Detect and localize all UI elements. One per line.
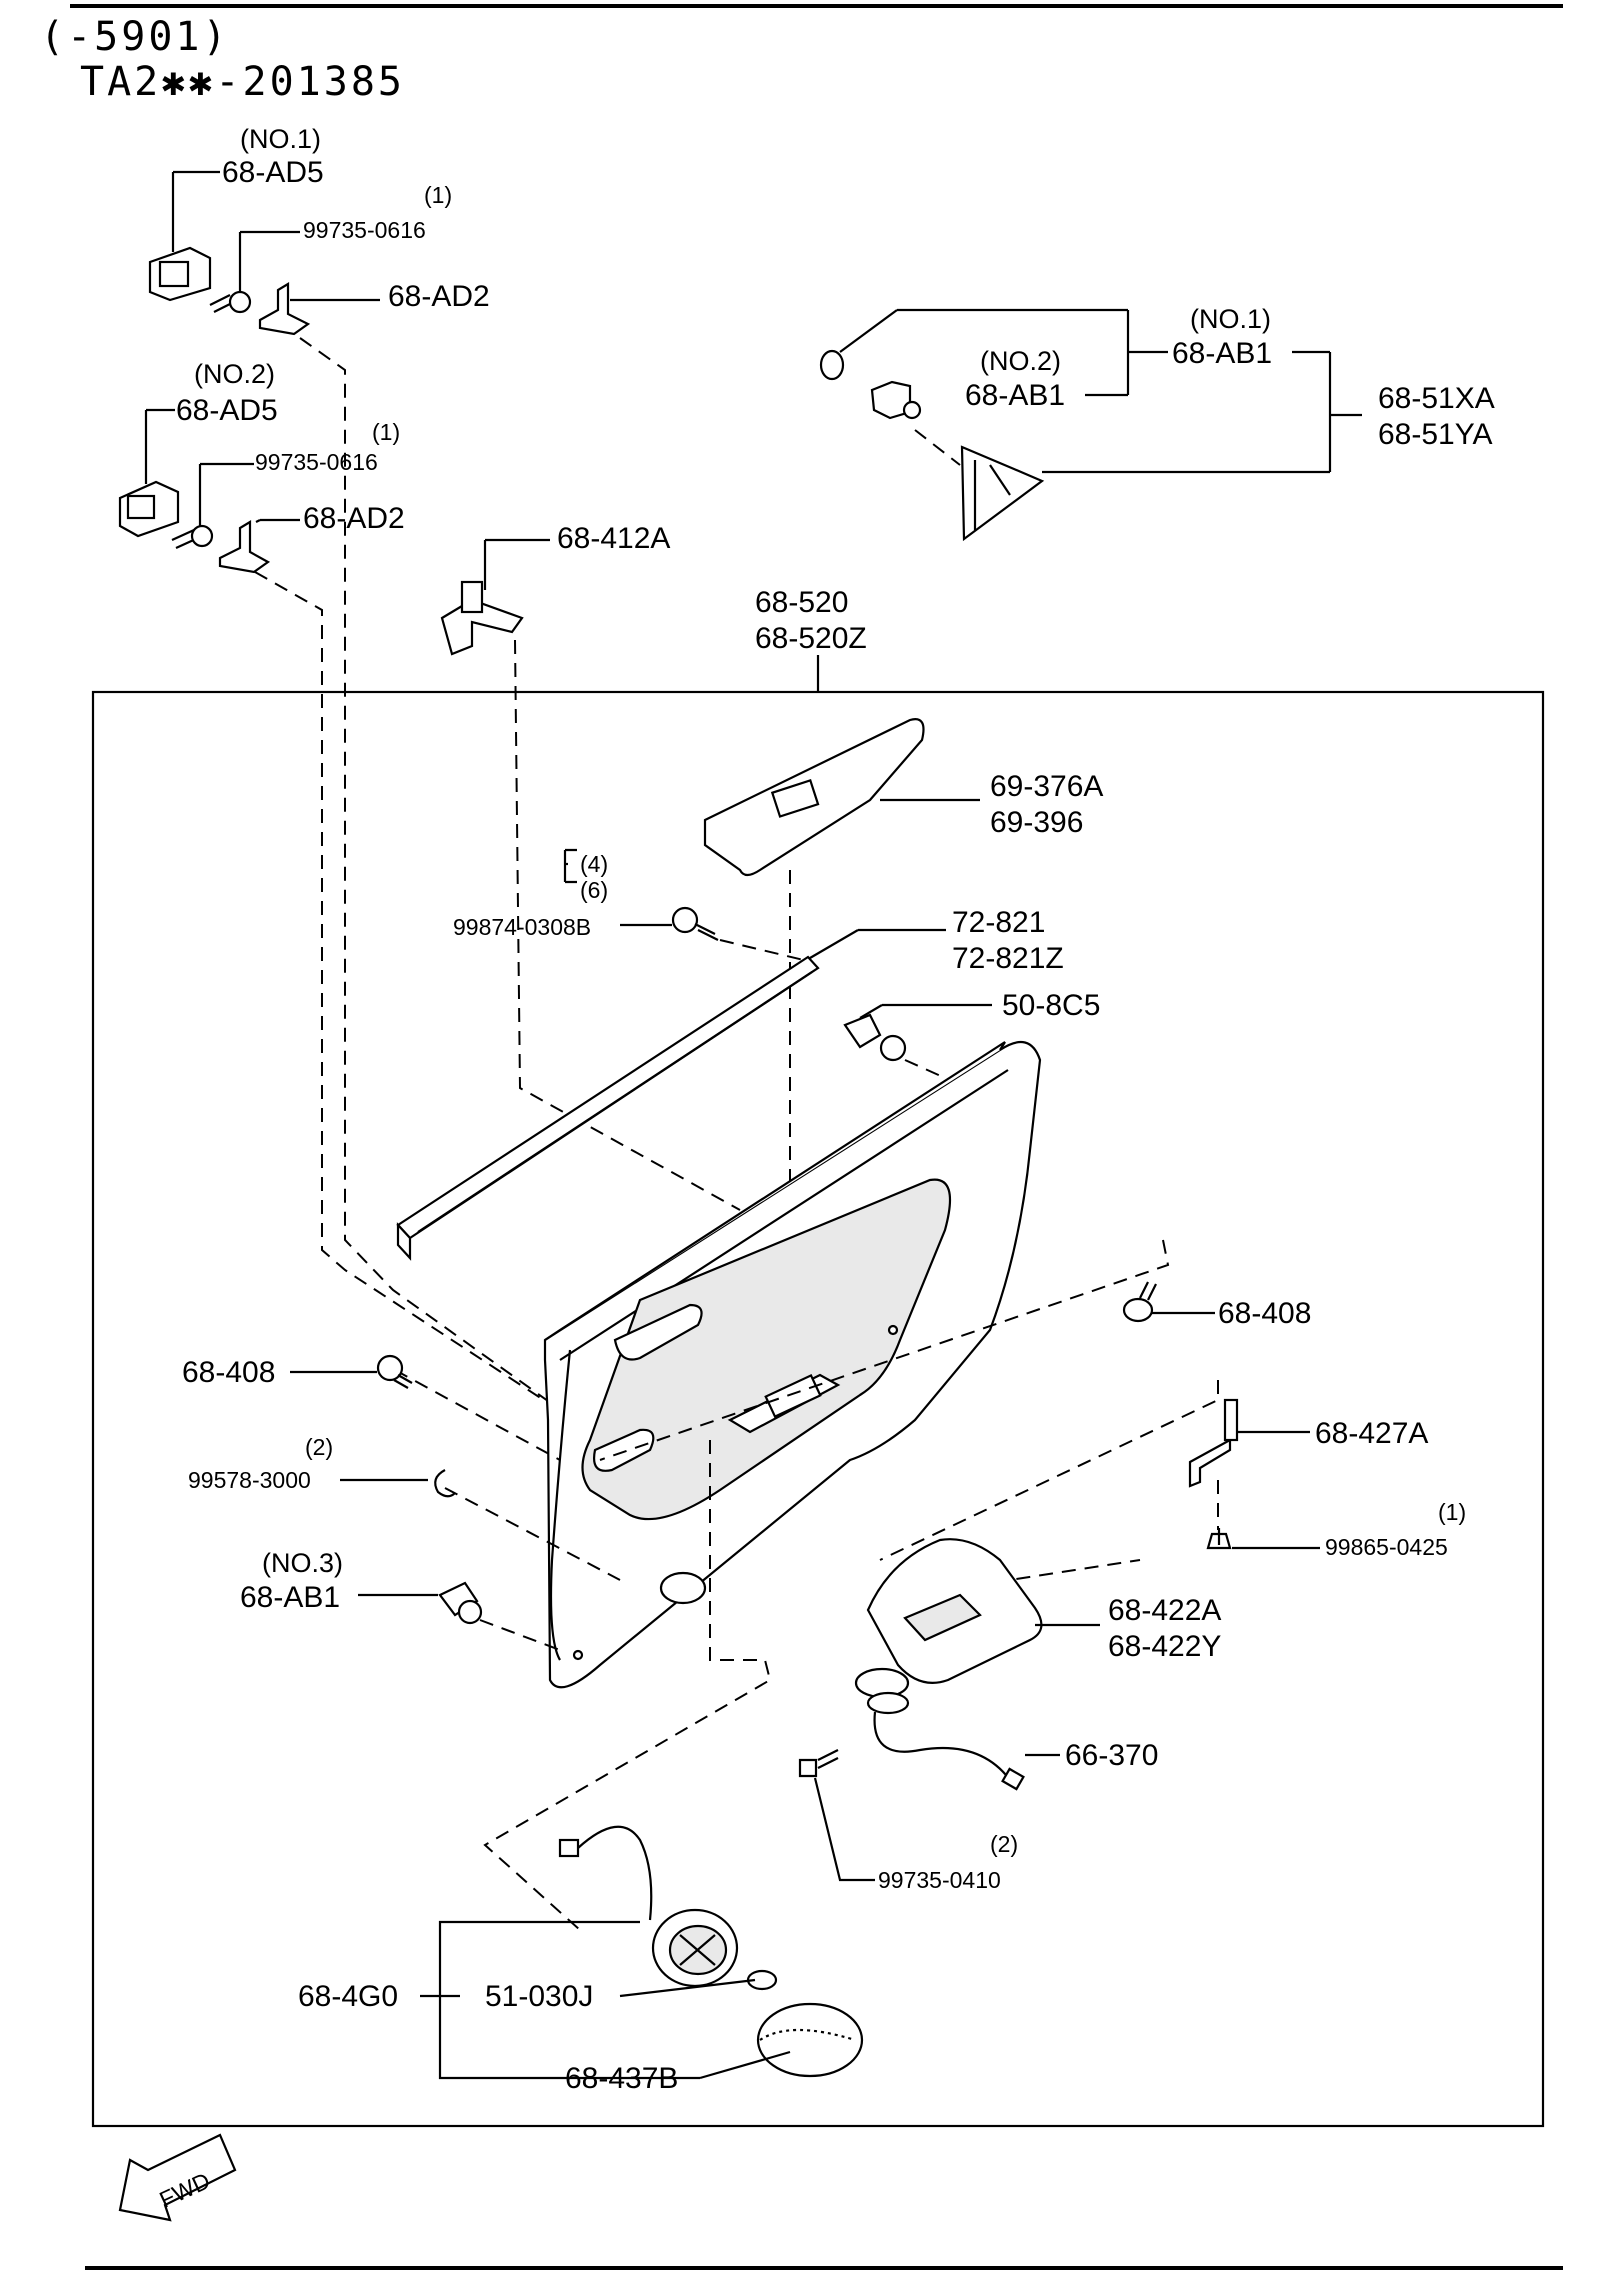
label-370: 66-370 xyxy=(1065,1739,1158,1772)
label-q1-c: (1) xyxy=(1438,1499,1466,1525)
dash-412a xyxy=(514,639,741,1211)
label-q2-a: (2) xyxy=(305,1434,333,1460)
label-4g0: 68-4G0 xyxy=(298,1980,398,2013)
garnish-51xa xyxy=(960,350,1362,542)
label-qty1-b: (1) xyxy=(372,419,400,445)
label-fwd: FWD xyxy=(155,2167,213,2213)
dash-speaker xyxy=(483,1440,772,1931)
clip-8c5 xyxy=(843,1003,992,1062)
label-no1-ab: (NO.1) xyxy=(1190,304,1271,334)
bracket-427a xyxy=(1188,1398,1310,1488)
leader-437b xyxy=(699,2050,791,2080)
bracket-ad5-no1 xyxy=(148,170,220,302)
clip-ad2-a xyxy=(258,282,380,336)
label-396: 69-396 xyxy=(990,806,1083,839)
label-520: 68-520 xyxy=(755,586,848,619)
label-821z: 72-821Z xyxy=(952,942,1064,975)
label-437b: 68-437B xyxy=(565,2062,678,2095)
label-51xa: 68-51XA xyxy=(1378,382,1495,415)
label-no3: (NO.3) xyxy=(262,1548,343,1578)
label-bolt-c: 99865-0425 xyxy=(1325,1534,1448,1560)
label-8c5: 50-8C5 xyxy=(1002,989,1100,1022)
label-screw: 99874-0308B xyxy=(453,914,591,940)
speaker-4g0 xyxy=(558,1825,864,2078)
label-030j: 51-030J xyxy=(485,1980,593,2013)
dash-427a xyxy=(879,1380,1219,1561)
label-qty1-a: (1) xyxy=(424,182,452,208)
clip-ab1-no2 xyxy=(870,380,1128,420)
dash-clip xyxy=(444,1487,621,1581)
label-520z: 68-520Z xyxy=(755,622,867,655)
label-376a: 69-376A xyxy=(990,770,1103,803)
clip-ring-3000 xyxy=(340,1469,456,1498)
label-821: 72-821 xyxy=(952,906,1045,939)
handle-bezel-422a xyxy=(866,1538,1100,1684)
clip-408-right xyxy=(1122,1281,1215,1323)
screw-0308b xyxy=(563,848,719,941)
fwd-arrow-icon xyxy=(118,2133,237,2222)
dash-clip-ab1 xyxy=(914,429,961,466)
label-clip: 99578-3000 xyxy=(188,1467,311,1493)
label-51ya: 68-51YA xyxy=(1378,418,1493,451)
lamp-370 xyxy=(854,1667,1060,1791)
label-422a: 68-422A xyxy=(1108,1594,1221,1627)
label-422y: 68-422Y xyxy=(1108,1630,1221,1663)
label-ad2-b: 68-AD2 xyxy=(303,502,405,535)
label-q6: (6) xyxy=(580,877,608,903)
clip-ab1-no3 xyxy=(358,1581,483,1625)
label-ad5-b: 68-AD5 xyxy=(176,394,278,427)
dash-408-r xyxy=(599,1239,1170,1461)
dash-ab1-no3 xyxy=(479,1619,561,1651)
label-no2-a: (NO.2) xyxy=(194,359,275,389)
label-q2-b: (2) xyxy=(990,1831,1018,1857)
bracket-4g0 xyxy=(438,1920,700,2080)
clip-408-left xyxy=(290,1354,413,1389)
label-427a: 68-427A xyxy=(1315,1417,1428,1450)
leader-030j xyxy=(619,1978,756,1998)
dash-422a xyxy=(879,1559,1141,1601)
label-408-r: 68-408 xyxy=(1218,1297,1311,1330)
screw-b xyxy=(171,462,254,550)
label-412a: 68-412A xyxy=(557,522,670,555)
screw-0410 xyxy=(798,1749,875,1882)
label-ad2-a: 68-AD2 xyxy=(388,280,490,313)
label-ab1-c: 68-AB1 xyxy=(240,1581,340,1614)
bracket-ad5-no2 xyxy=(118,408,180,538)
label-ad5-a: 68-AD5 xyxy=(222,156,324,189)
label-408-l: 68-408 xyxy=(182,1356,275,1389)
grommet-ab1 xyxy=(819,308,1168,395)
clip-ad2-b xyxy=(218,518,300,574)
switch-panel-376a xyxy=(703,718,980,877)
label-ab1-b: 68-AB1 xyxy=(965,379,1065,412)
door-trim-panel-520 xyxy=(543,1040,1042,1689)
weatherstrip-821 xyxy=(396,928,946,1261)
bolt-0425 xyxy=(1206,1528,1320,1550)
dash-ad2-a xyxy=(299,337,701,1511)
label-ab1-a: 68-AB1 xyxy=(1172,337,1272,370)
dash-ad2-b xyxy=(254,571,621,1451)
label-bolt-a: 99735-0616 xyxy=(303,217,426,243)
screw-a xyxy=(209,230,300,314)
header-range: (-5901) xyxy=(40,14,230,60)
label-no1-a: (NO.1) xyxy=(240,124,321,154)
header-serial: TA2✱✱-201385 xyxy=(80,59,405,105)
dash-0308b xyxy=(719,939,813,963)
label-q4: (4) xyxy=(580,851,608,877)
dash-408-l xyxy=(394,1369,561,1461)
label-no2-ab: (NO.2) xyxy=(980,346,1061,376)
bracket-412a xyxy=(440,538,550,656)
label-bolt-b: 99735-0616 xyxy=(255,449,378,475)
label-screw-b: 99735-0410 xyxy=(878,1867,1001,1893)
